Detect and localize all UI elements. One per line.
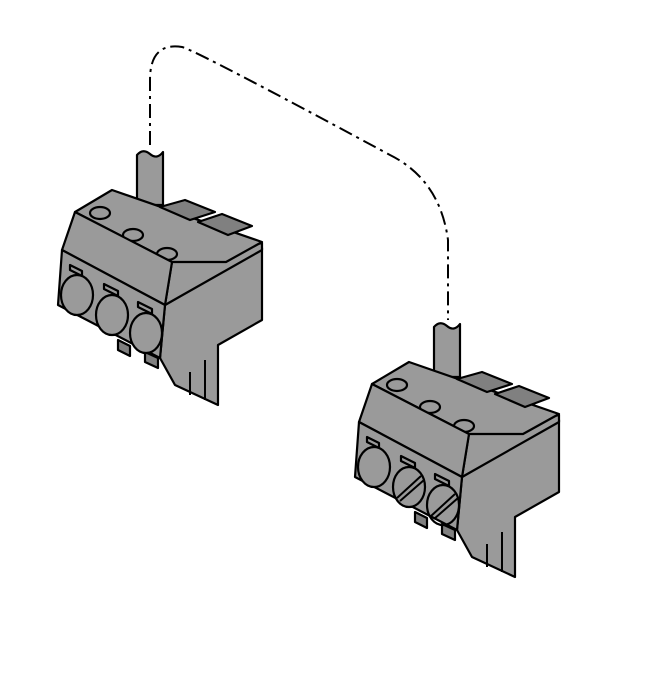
cable-dashed-line — [149, 45, 449, 320]
right-terminal-block — [353, 322, 561, 579]
left-terminal-holes — [59, 273, 164, 355]
right-wire — [432, 322, 462, 379]
right-terminal-screws — [356, 445, 461, 527]
left-wire — [135, 150, 165, 207]
left-terminal-block — [56, 150, 264, 407]
